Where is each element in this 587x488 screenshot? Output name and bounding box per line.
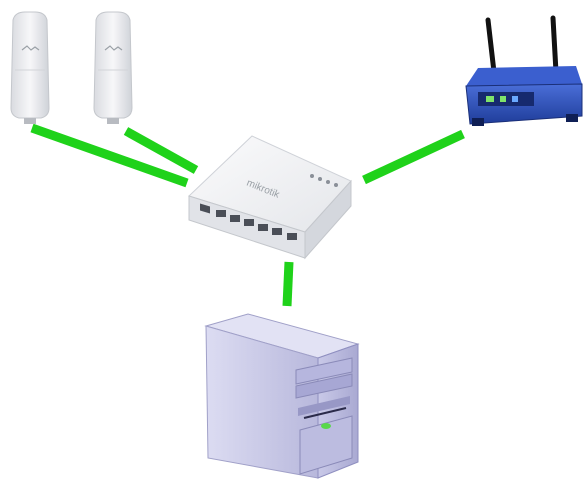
- outdoor-ap-icon: [10, 11, 50, 124]
- outdoor-ap-icon: [93, 11, 133, 124]
- router-icon: mikrotik: [188, 135, 352, 260]
- link-wifi-router-router: [362, 129, 465, 185]
- links: [30, 123, 465, 307]
- link-ap-1-router: [30, 123, 189, 188]
- wifi-router-icon: [465, 15, 583, 126]
- server-icon: [204, 313, 360, 479]
- link-ap-2-router: [123, 127, 199, 174]
- link-server-router: [282, 261, 294, 307]
